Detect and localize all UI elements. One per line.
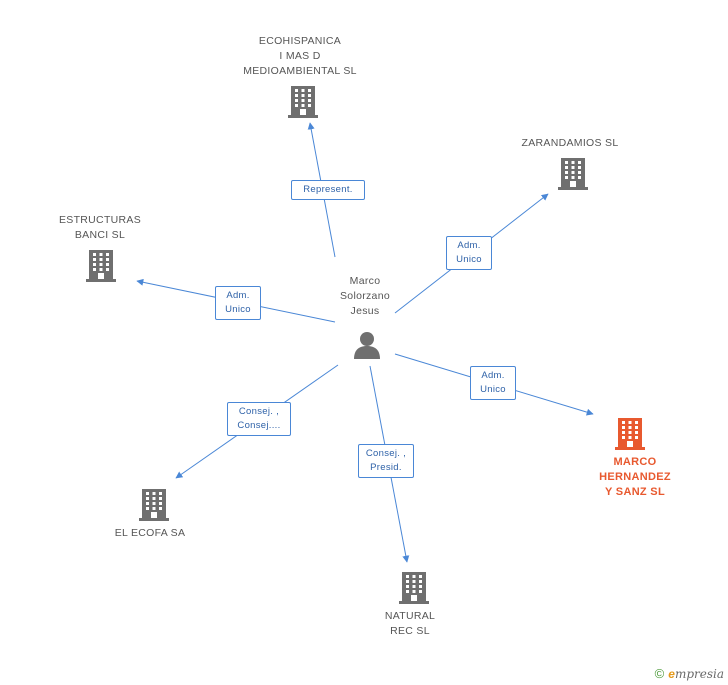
company-label-el-ecofa[interactable]: EL ECOFA SA [114, 527, 186, 539]
edge-label-natural-rec[interactable]: Consej. , Presid. [358, 444, 414, 478]
building-icon [399, 572, 429, 604]
brand-initial: e [668, 666, 675, 681]
edge-label-estructuras[interactable]: Adm. Unico [215, 286, 261, 320]
edge-label-el-ecofa[interactable]: Consej. , Consej.... [227, 402, 291, 436]
company-label-estructuras[interactable]: ESTRUCTURAS BANCI SL [58, 214, 142, 241]
company-node-marco-hernandez[interactable] [615, 416, 645, 455]
building-icon [615, 418, 645, 450]
company-label-ecohispanica[interactable]: ECOHISPANICA I MAS D MEDIOAMBIENTAL SL [243, 35, 357, 77]
building-icon [86, 250, 116, 282]
copyright-symbol: © [654, 666, 665, 681]
building-icon [139, 489, 169, 521]
company-node-zarandamios[interactable] [558, 156, 588, 195]
company-label-natural-rec[interactable]: NATURAL REC SL [384, 610, 436, 637]
edge-label-zarandamios[interactable]: Adm. Unico [446, 236, 492, 270]
building-icon [558, 158, 588, 190]
footer-brand: © empresia [655, 666, 724, 681]
building-icon [288, 86, 318, 118]
company-node-el-ecofa[interactable] [139, 487, 169, 526]
company-label-zarandamios[interactable]: ZARANDAMIOS SL [521, 137, 619, 149]
company-node-ecohispanica[interactable] [288, 84, 318, 123]
company-node-estructuras[interactable] [86, 248, 116, 287]
center-person-label: Marco Solorzano Jesus [340, 275, 390, 317]
edge-label-ecohispanica[interactable]: Represent. [291, 180, 365, 200]
brand-name: mpresia [674, 666, 724, 681]
company-label-marco-hernandez[interactable]: MARCO HERNANDEZ Y SANZ SL [599, 456, 671, 498]
center-person[interactable] [352, 330, 382, 365]
company-node-natural-rec[interactable] [399, 570, 429, 609]
edge-label-marco-hernandez[interactable]: Adm. Unico [470, 366, 516, 400]
person-icon [354, 332, 380, 359]
